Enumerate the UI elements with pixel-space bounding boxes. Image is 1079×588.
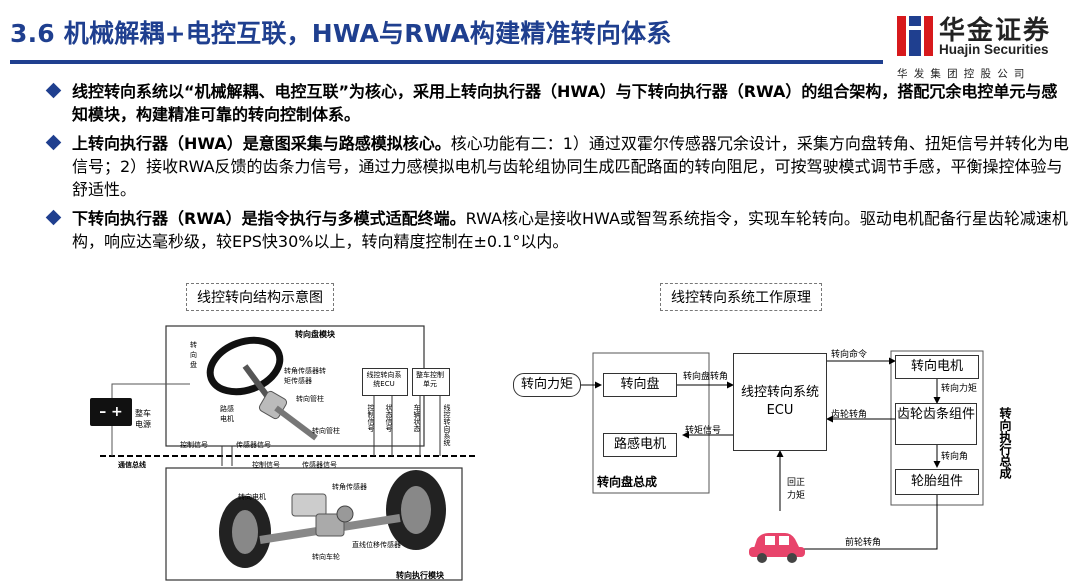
bullet-item: 下转向执行器（RWA）是指令执行与多模式适配终端。RWA核心是接收HWA或智驾系… [45, 207, 1073, 253]
vehicle-ctrl-box [412, 368, 450, 396]
right-diagram-caption: 线控转向系统工作原理 [660, 283, 822, 311]
feel-motor-box: 路感电机 [603, 433, 677, 457]
bottom-module-label: 转向执行模块 [396, 571, 444, 580]
battery-label: 整车电源 [135, 409, 151, 429]
front-angle-label: 前轮转角 [845, 538, 882, 548]
return-torque-label: 回正力矩 [787, 478, 806, 501]
angle-torque-sensor-label: 转角传感器转矩传感器 [284, 367, 326, 385]
tire-box: 轮胎组件 [895, 469, 979, 495]
torque-signal-label: 转矩信号 [685, 426, 722, 436]
logo-cn-text: 华金证券 [939, 16, 1052, 46]
rack-box: 齿轮齿条组件 [895, 403, 977, 445]
road-feel-motor-label: 路感电机 [220, 405, 234, 423]
angle-sensor-label: 转角传感器 [332, 483, 367, 491]
ecu-box [362, 368, 408, 396]
gear-angle-label: 齿轮转角 [831, 410, 868, 420]
steering-column-label: 转向管柱 [312, 427, 340, 435]
left-diagram-lines [100, 325, 476, 581]
logo-en-text: Huajin Securities [939, 42, 1049, 57]
bus-label: 通信总线 [118, 461, 146, 469]
linear-sensor-label: 直线位移传感器 [352, 541, 401, 549]
diamond-bullet-icon [45, 209, 62, 226]
title-underline [10, 60, 883, 64]
status-signal-label: 状态信号 [385, 404, 393, 432]
ctrl-signal-label: 控制信号 [367, 404, 375, 432]
sensor-sig-bottom-label: 传感器信号 [302, 461, 337, 469]
huajin-logo-icon [895, 12, 935, 60]
wheel-label: 转向车轮 [312, 553, 340, 561]
battery-icon: – + [90, 398, 132, 426]
wheel-angle-label: 转向盘转角 [683, 372, 729, 382]
diamond-bullet-icon [45, 82, 62, 99]
diamond-bullet-icon [45, 134, 62, 151]
steer-cmd-label: 转向命令 [831, 350, 868, 360]
column-pipe-label: 转向管柱 [296, 395, 324, 403]
right-diagram: 转向力矩 转向盘 路感电机 转向盘总成 线控转向系统ECU 转向电机 齿轮齿条组… [505, 345, 1035, 585]
bullet-text: 核心功能有二：1）通过双霍尔传感器冗余设计，采集方向盘转角、扭矩信号并转化为电信… [72, 134, 1069, 199]
page-title: 3.6 机械解耦+电控互联，HWA与RWA构建精准转向体系 [10, 19, 672, 48]
car-icon [749, 533, 805, 563]
wheel-box: 转向盘 [603, 373, 677, 397]
ctrl-sig-top-label: 控制信号 [180, 441, 208, 449]
wire-system-label: 线控转向系统 [443, 404, 451, 446]
top-module-label: 转向盘模块 [295, 330, 335, 339]
bullet-item: 线控转向系统以“机械解耦、电控互联”为核心，采用上转向执行器（HWA）与下转向执… [45, 80, 1073, 126]
logo-sub-text: 华发集团控股公司 [897, 68, 1031, 80]
top-group-label: 转向盘总成 [597, 475, 658, 489]
sensor-sig-top-label: 传感器信号 [236, 441, 271, 449]
left-diagram-caption: 线控转向结构示意图 [186, 283, 334, 311]
bullet-text: RWA核心是接收HWA或智驾系统指令，实现车轮转向。驱动电机配备行星齿轮减速机构… [72, 209, 1068, 251]
steer-motor-box: 转向电机 [895, 355, 979, 379]
actuator-group-label: 转向执行总成 [998, 407, 1012, 479]
steer-angle-label: 转向角 [941, 452, 969, 462]
bullet-bold: 上转向执行器（HWA）是意图采集与路感模拟核心。 [72, 134, 451, 153]
vehicle-ctrl-label: 整车控制单元 [416, 371, 444, 388]
steer-force-label: 转向力矩 [941, 384, 978, 394]
bullet-item: 上转向执行器（HWA）是意图采集与路感模拟核心。核心功能有二：1）通过双霍尔传感… [45, 132, 1073, 201]
ctrl-sig-bottom-label: 控制信号 [252, 461, 280, 469]
steering-wheel-label: 转向盘 [190, 341, 197, 369]
vehicle-status-label: 车辆状态 [413, 404, 421, 432]
bullet-bold: 线控转向系统以“机械解耦、电控互联”为核心，采用上转向执行器（HWA）与下转向执… [72, 82, 1058, 124]
torque-input-node: 转向力矩 [513, 373, 581, 397]
ecu-label: 线控转向系统ECU [366, 371, 402, 388]
ecu-box: 线控转向系统ECU [733, 353, 827, 451]
bullet-list: 线控转向系统以“机械解耦、电控互联”为核心，采用上转向执行器（HWA）与下转向执… [45, 80, 1073, 259]
steer-motor-label: 转向电机 [238, 493, 266, 501]
left-diagram: – + 整车电源 通信总线 转向盘模块 转向盘 转角传感器转矩传感器 转向管柱 … [80, 318, 480, 586]
company-logo: 华金证券 Huajin Securities 华发集团控股公司 [893, 10, 1073, 80]
bullet-bold: 下转向执行器（RWA）是指令执行与多模式适配终端。 [72, 209, 466, 228]
right-diagram-arrows [580, 350, 984, 553]
